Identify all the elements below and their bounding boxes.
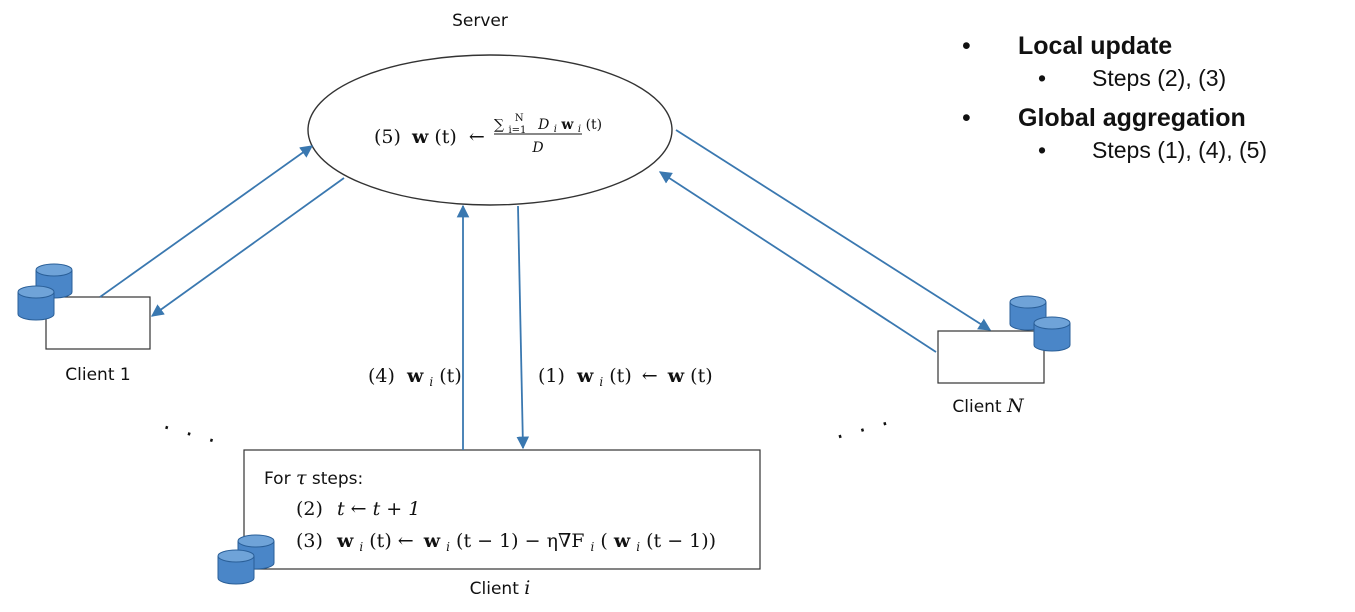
bullet: • [962, 32, 971, 60]
arrow-server-to-client1 [150, 177, 345, 317]
legend-sub-global-aggregation: • Steps (1), (4), (5) [960, 134, 1350, 166]
legend-sub-text: Steps (2), (3) [1092, 65, 1227, 91]
legend-sub-local-update: • Steps (2), (3) [960, 62, 1350, 94]
legend: • Local update • Steps (2), (3) • Global… [960, 30, 1350, 166]
database-icon [217, 534, 275, 585]
client-n-label: Client N [952, 395, 1025, 417]
legend-title: Local update [1018, 32, 1173, 60]
arrow-clientN-to-server [658, 171, 937, 353]
arrow-server-to-clienti [516, 205, 530, 450]
server-aggregation-formula: (5) w (t) ← ∑ i=1 N D i w i (t) D [374, 109, 602, 156]
server-step-label: (5) [374, 126, 401, 148]
svg-text:∑ i=1 N D: ∑ i=1 N D i w i (t) [494, 109, 602, 137]
client-i-loop-header: For τ steps: [264, 467, 363, 489]
edge-label-download: (1) w i (t) ← w (t) [538, 365, 713, 391]
legend-item-local-update: • Local update [960, 30, 1350, 62]
client-n-box [937, 330, 1045, 384]
svg-text:(5) w (t) ←: (5) w (t) ← [374, 126, 485, 148]
ellipsis-left: · · · [159, 413, 223, 456]
sub-bullet: • [1038, 65, 1047, 91]
legend-sub-text: Steps (1), (4), (5) [1092, 137, 1268, 163]
sub-bullet: • [1038, 137, 1047, 163]
server-node [307, 54, 673, 206]
client-i-box [243, 449, 761, 570]
arrow-server-to-clientN [675, 129, 992, 331]
arrow-client1-to-server [99, 145, 314, 298]
step-3-formula: (3) w i (t) ← w i (t − 1) − η∇F i ( w i … [296, 530, 716, 556]
edge-label-upload: (4) w i (t) [368, 365, 462, 391]
server-title: Server [452, 11, 508, 31]
svg-text:D: D [531, 140, 543, 156]
legend-title: Global aggregation [1018, 104, 1246, 132]
step-2-formula: (2) t ← t + 1 [296, 498, 420, 520]
client-i-label: Client i [470, 577, 531, 599]
bullet: • [962, 104, 971, 132]
legend-item-global-aggregation: • Global aggregation [960, 102, 1350, 134]
client-1-box [45, 296, 151, 350]
client-1-label: Client 1 [65, 365, 130, 385]
ellipsis-right: · · · [833, 408, 897, 451]
